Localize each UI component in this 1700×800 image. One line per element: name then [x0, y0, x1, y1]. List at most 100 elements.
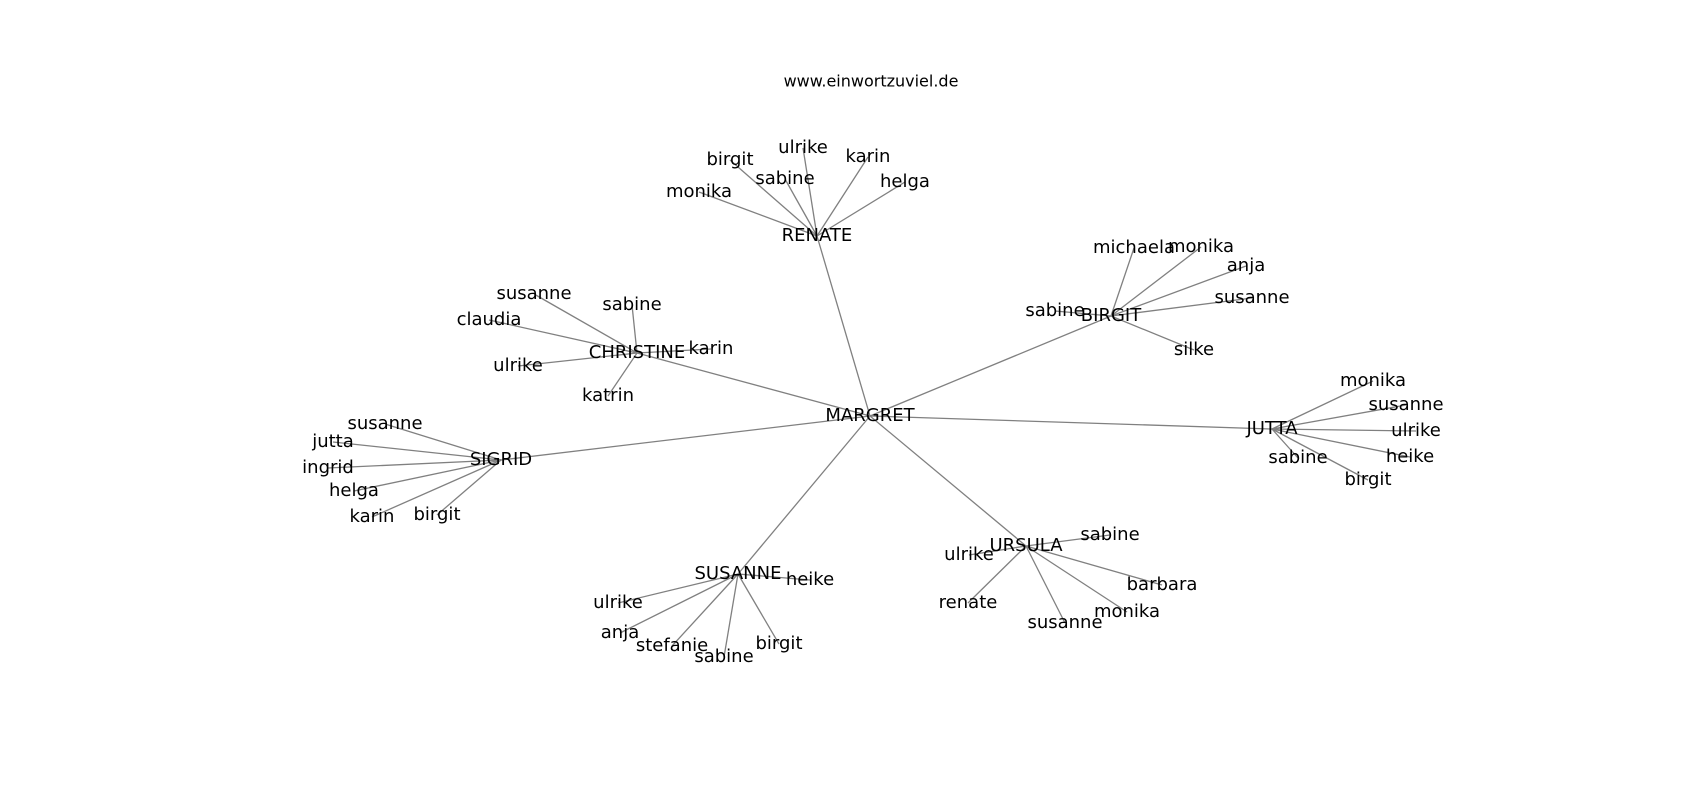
leaf-node-label: susanne [496, 283, 571, 304]
edge-hub-to-leaf [816, 181, 906, 237]
site-url: www.einwortzuviel.de [784, 72, 959, 91]
edge-hub-to-leaf [1271, 428, 1299, 459]
edge-center-to-hub [737, 415, 871, 575]
leaf-node-label: monika [1168, 236, 1234, 257]
leaf-node-label: heike [1386, 446, 1434, 467]
leaf-node-label: helga [329, 480, 379, 501]
leaf-node-label: ulrike [944, 544, 994, 565]
edge-hub-to-leaf [1271, 404, 1407, 430]
edge-hub-to-leaf [631, 304, 638, 354]
edge-hub-to-leaf [1271, 380, 1374, 430]
edge-hub-to-leaf [816, 156, 869, 237]
edge-hub-to-leaf [384, 423, 502, 461]
leaf-node-label: birgit [1345, 469, 1392, 490]
leaf-node-label: sabine [755, 168, 814, 189]
edge-hub-to-leaf [968, 545, 1027, 556]
edge-hub-to-leaf [1025, 545, 1066, 624]
edge-hub-to-leaf [1271, 428, 1369, 481]
edge-hub-to-leaf [488, 319, 638, 354]
leaf-node-label: susanne [1368, 394, 1443, 415]
leaf-node-label: anja [601, 622, 639, 643]
leaf-node-label: stefanie [636, 635, 708, 656]
edge-hub-to-leaf [617, 573, 739, 604]
edge-hub-to-leaf [723, 573, 739, 658]
leaf-node-label: claudia [457, 309, 522, 330]
leaf-node-label: monika [1094, 601, 1160, 622]
leaf-node-label: katrin [582, 385, 634, 406]
leaf-node-label: renate [939, 592, 998, 613]
leaf-node-label: ulrike [778, 137, 828, 158]
leaf-node-label: ulrike [493, 355, 543, 376]
center-node-label: MARGRET [825, 405, 915, 426]
leaf-node-label: ulrike [1391, 420, 1441, 441]
leaf-node-label: birgit [756, 633, 803, 654]
edge-hub-to-leaf [332, 441, 502, 461]
leaf-node-label: barbara [1127, 574, 1198, 595]
leaf-node-label: susanne [1027, 612, 1102, 633]
leaf-node-label: monika [1340, 370, 1406, 391]
leaf-node-label: monika [666, 181, 732, 202]
edge-hub-to-leaf [698, 191, 818, 237]
edge-hub-to-leaf [353, 459, 502, 492]
edge-hub-to-leaf [737, 573, 780, 645]
leaf-node-label: karin [350, 506, 395, 527]
edge-hub-to-leaf [371, 459, 502, 518]
hub-node-label: RENATE [782, 225, 853, 246]
leaf-node-label: helga [880, 171, 930, 192]
edge-hub-to-leaf [619, 573, 739, 634]
leaf-node-label: anja [1227, 255, 1265, 276]
edge-center-to-hub [869, 415, 1273, 430]
leaf-node-label: sabine [694, 646, 753, 667]
leaf-node-label: karin [846, 146, 891, 167]
graph-labels: MARGRET RENATE birgit ulrike karin sabine helg… [302, 137, 1443, 667]
edge-hub-to-leaf [1025, 534, 1111, 547]
edge-hub-to-leaf [1271, 428, 1411, 458]
leaf-node-label: ulrike [593, 592, 643, 613]
leaf-node-label: sabine [1025, 300, 1084, 321]
edge-center-to-hub [869, 415, 1027, 547]
edge-hub-to-leaf [802, 147, 818, 237]
leaf-node-label: susanne [1214, 287, 1289, 308]
edge-hub-to-leaf [1110, 297, 1253, 317]
edge-hub-to-leaf [636, 348, 712, 354]
edge-hub-to-leaf [436, 459, 502, 516]
edge-hub-to-leaf [607, 352, 638, 397]
leaf-node-label: birgit [414, 504, 461, 525]
hub-node-label: JUTTA [1245, 418, 1298, 439]
edge-hub-to-leaf [1025, 545, 1163, 586]
leaf-node-label: michaela [1093, 237, 1175, 258]
edge-hub-to-leaf [729, 159, 818, 237]
edge-center-to-hub [869, 315, 1112, 417]
leaf-node-label: sabine [1268, 447, 1327, 468]
leaf-node-label: ingrid [302, 457, 354, 478]
edge-hub-to-leaf [1110, 246, 1202, 317]
edge-hub-to-leaf [1054, 310, 1112, 317]
leaf-node-label: birgit [707, 149, 754, 170]
edge-hub-to-leaf [1271, 428, 1417, 432]
edge-center-to-hub [636, 352, 871, 417]
edge-hub-to-leaf [784, 178, 818, 237]
edge-hub-to-leaf [671, 573, 739, 647]
graph-edges [327, 147, 1417, 658]
leaf-node-label: sabine [602, 294, 661, 315]
edge-center-to-hub [500, 415, 871, 461]
hub-node-label: SIGRID [470, 449, 532, 470]
edge-hub-to-leaf [1110, 265, 1247, 317]
edge-hub-to-leaf [967, 545, 1027, 604]
hub-node-label: CHRISTINE [589, 342, 686, 363]
edge-hub-to-leaf [517, 352, 638, 367]
leaf-node-label: silke [1174, 339, 1214, 360]
edge-hub-to-leaf [1110, 247, 1135, 317]
leaf-node-label: susanne [347, 413, 422, 434]
edge-hub-to-leaf [737, 573, 811, 581]
hub-node-label: BIRGIT [1081, 305, 1142, 326]
edge-hub-to-leaf [1025, 545, 1128, 613]
leaf-node-label: jutta [311, 431, 354, 452]
edge-hub-to-leaf [327, 459, 502, 469]
edge-hub-to-leaf [533, 293, 638, 354]
edge-center-to-hub [816, 235, 871, 417]
leaf-node-label: karin [689, 338, 734, 359]
edge-hub-to-leaf [1110, 315, 1195, 351]
leaf-node-label: heike [786, 569, 834, 590]
